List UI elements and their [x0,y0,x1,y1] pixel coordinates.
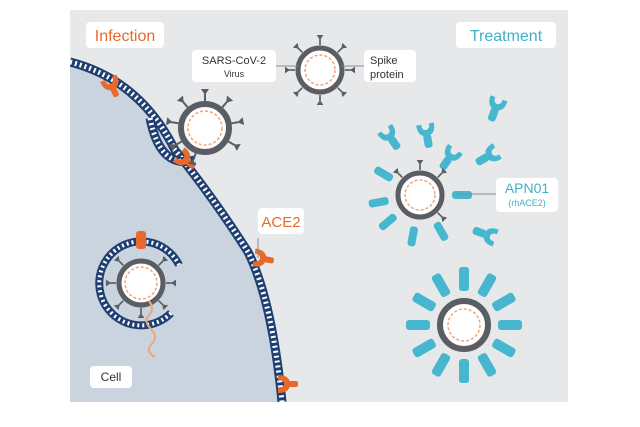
virus-name-label: SARS-CoV-2 [202,55,266,67]
spike-label-line2: protein [370,69,404,81]
ace2-label: ACE2 [261,214,300,231]
infection-label-box [86,22,164,48]
apn01-label-box [496,178,558,212]
virus-sub-label: Virus [224,69,245,79]
cell-label-box [90,366,132,388]
virus-neutralized-partial [368,160,472,247]
infection-label: Infection [95,28,155,45]
virus-label-box [192,50,276,82]
virus-neutralized-full [406,267,522,383]
virus-binding-cell [165,89,245,167]
apn01-sub-label: (rhACE2) [508,198,546,208]
treatment-label: Treatment [470,28,543,45]
spike-label-box [364,50,416,82]
ace2-label-box [258,208,304,234]
treatment-label-box [456,22,556,48]
cell-membrane [70,57,287,402]
apn01-label: APN01 [505,180,550,196]
endosome [95,231,183,358]
spike-label-line1: Spike [370,55,398,67]
cell-label: Cell [101,370,122,384]
virus-free [285,35,355,105]
